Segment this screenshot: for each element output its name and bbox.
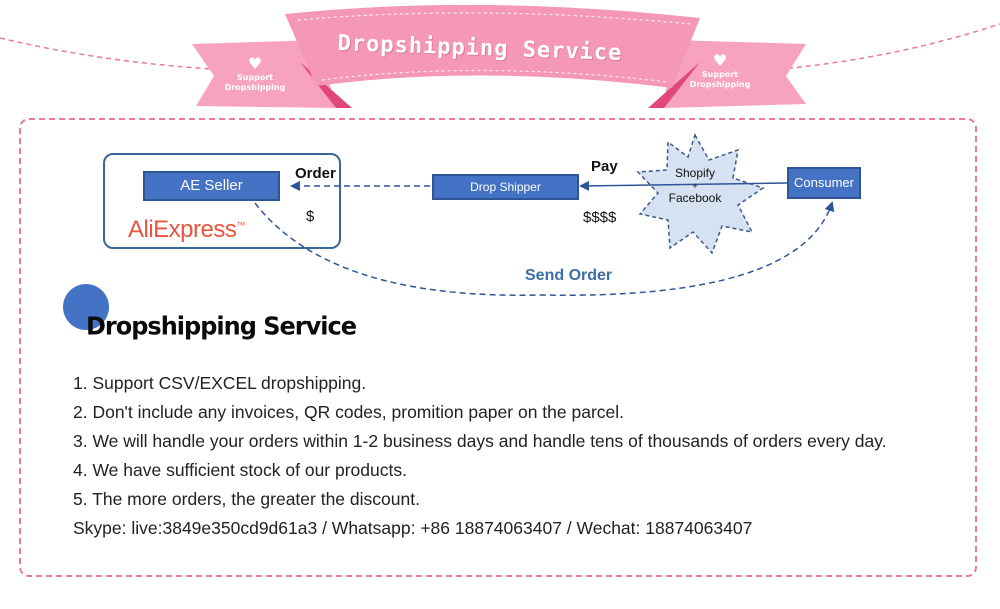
heart-icon: ♥ — [247, 54, 263, 73]
list-item: 2. Don't include any invoices, QR codes,… — [73, 402, 625, 422]
trademark-mark: ™ — [236, 220, 245, 230]
list-item: 3. We will handle your orders within 1-2… — [73, 431, 887, 451]
seller-price-label: $ — [306, 208, 315, 225]
banner-ribbon — [0, 4, 1000, 108]
pay-label: Pay — [591, 158, 618, 175]
content-frame — [19, 118, 977, 577]
send-order-label: Send Order — [525, 267, 613, 284]
store-label-facebook: Facebook — [668, 191, 722, 205]
support-tag-left-label: Support Dropshipping — [224, 73, 286, 92]
list-item: 5. The more orders, the greater the disc… — [73, 489, 420, 509]
list-item: 1. Support CSV/EXCEL dropshipping. — [73, 373, 367, 393]
ae-seller-node: AE Seller — [143, 171, 280, 201]
store-label-plus: + — [692, 181, 698, 191]
aliexpress-logo-text: AliExpress — [128, 216, 237, 243]
order-label: Order — [295, 165, 336, 182]
support-tag-right-label: Support Dropshipping — [689, 70, 751, 89]
aliexpress-logo: AliExpress™ — [128, 216, 245, 244]
store-label: Shopify + Facebook — [660, 166, 730, 206]
shipper-price-label: $$$$ — [583, 209, 617, 226]
contact-line: Skype: live:3849e350cd9d61a3 / Whatsapp:… — [73, 518, 753, 538]
info-list: 1. Support CSV/EXCEL dropshipping. 2. Do… — [73, 371, 887, 545]
support-tag-left: ♥ Support Dropshipping — [215, 55, 295, 93]
list-item: 4. We have sufficient stock of our produ… — [73, 460, 407, 480]
support-tag-right: ♥ Support Dropshipping — [680, 52, 760, 90]
heart-icon: ♥ — [712, 51, 728, 70]
consumer-node: Consumer — [787, 167, 861, 199]
store-label-shopify: Shopify — [674, 166, 716, 180]
heading-dot-icon — [63, 284, 109, 330]
banner: Dropshipping Service ♥ Support Dropshipp… — [0, 0, 1000, 115]
drop-shipper-node: Drop Shipper — [432, 174, 579, 200]
section-heading: Dropshipping Service — [86, 311, 357, 341]
